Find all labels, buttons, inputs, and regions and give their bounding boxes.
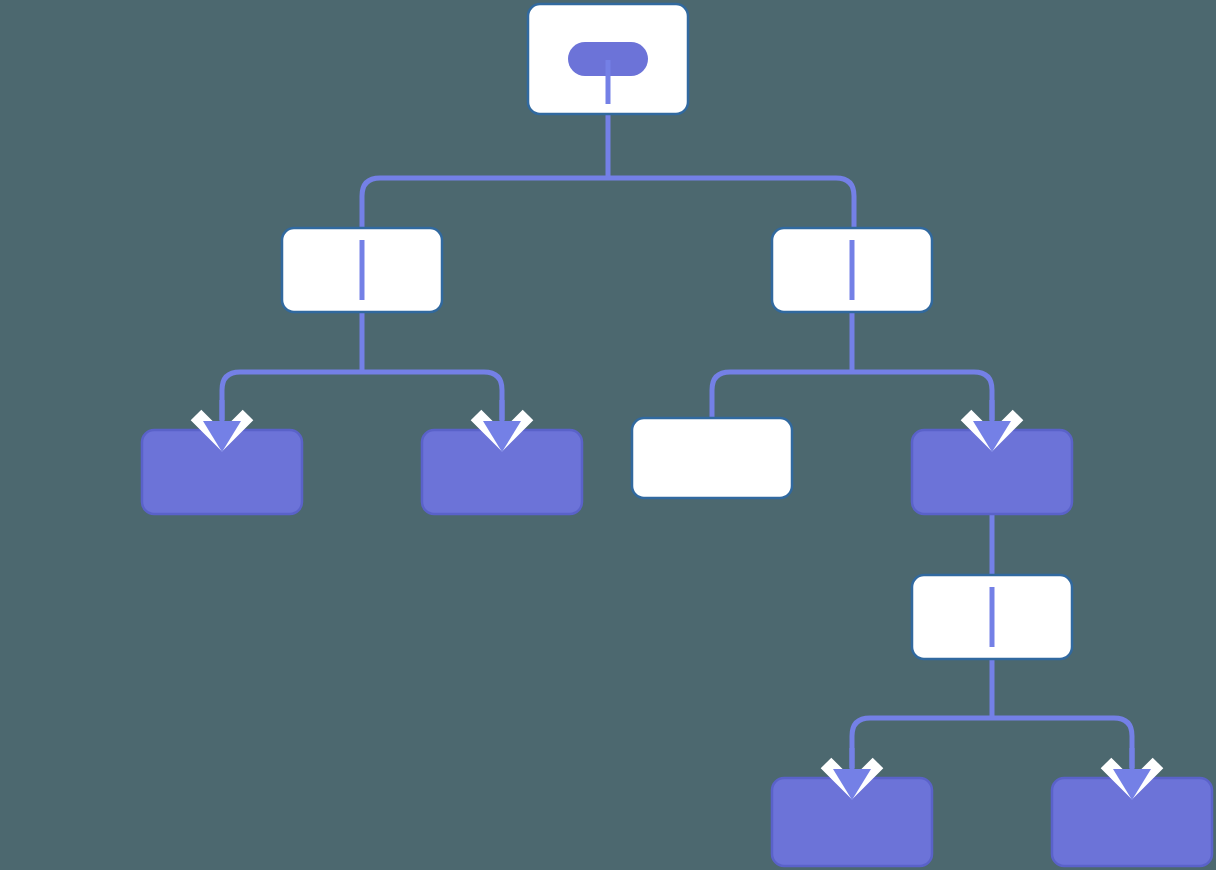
edge-n3-n6-n7 xyxy=(712,312,992,420)
node-leaf-3[interactable] xyxy=(632,418,792,498)
node-branch-left[interactable] xyxy=(282,228,442,312)
node-leaf-3-box[interactable] xyxy=(632,418,792,498)
node-branch-right[interactable] xyxy=(772,228,932,312)
edge-n2-n4-n5 xyxy=(222,312,502,420)
node-root[interactable] xyxy=(528,4,688,114)
node-branch-deep-2[interactable] xyxy=(912,575,1072,659)
node-layer xyxy=(142,4,1212,866)
edge-n1-n2-n3 xyxy=(362,100,854,228)
edge-n8-n9-n10 xyxy=(852,659,1132,768)
